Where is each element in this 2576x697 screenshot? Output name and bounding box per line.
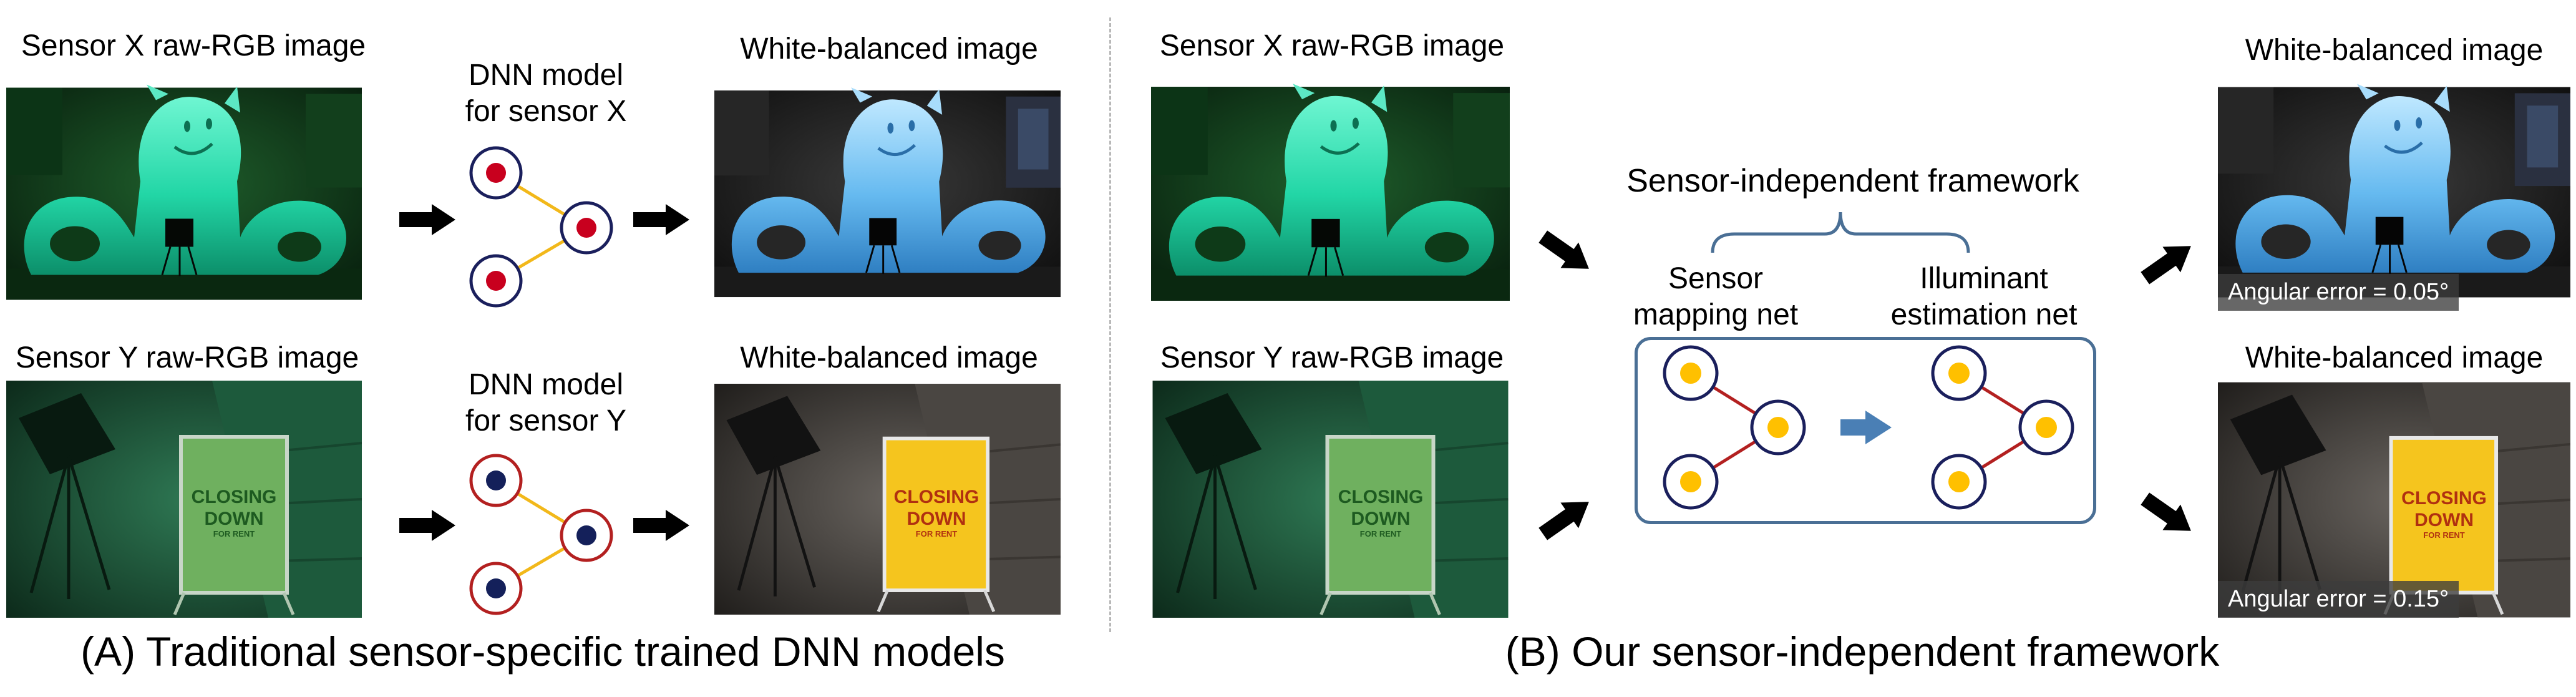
angular-error-bottom: Angular error = 0.15°: [2218, 581, 2459, 618]
label-wb-bottom-right: White-balanced image: [2245, 341, 2544, 374]
image-wb-top-left: [714, 80, 1061, 308]
label-wb-top-left: White-balanced image: [740, 32, 1038, 66]
label-sensor-x-raw-right: Sensor X raw-RGB image: [1159, 29, 1505, 62]
framework-networks: [1663, 345, 2074, 510]
arrow-dnn-y-to-wb: [633, 510, 689, 541]
dnn-x-node-2: [560, 201, 613, 255]
dnn-y-node-3: [469, 562, 523, 615]
illuminant-node-1: [1931, 345, 1987, 401]
arrow-framework-to-wb-bottom: [2136, 485, 2200, 544]
framework-inner-arrow: [1840, 411, 1892, 444]
label-sensor-y-raw-left: Sensor Y raw-RGB image: [15, 341, 359, 374]
dnn-x-node-1: [469, 146, 523, 200]
illuminant-node-2: [2018, 399, 2074, 456]
image-wb-top-right: Angular error = 0.05°: [2218, 74, 2570, 311]
dnn-y-node-1: [469, 454, 523, 507]
label-wb-top-right: White-balanced image: [2245, 34, 2544, 67]
caption-right: (B) Our sensor-independent framework: [1505, 628, 2220, 675]
label-sensor-y-raw-right: Sensor Y raw-RGB image: [1160, 341, 1504, 374]
arrow-raw-x-to-dnn: [399, 204, 455, 235]
illuminant-node-3: [1931, 454, 1987, 510]
image-sensor-x-raw-left: [6, 80, 362, 308]
angular-error-top: Angular error = 0.05°: [2218, 274, 2459, 311]
mapping-node-1: [1663, 345, 1719, 401]
image-sensor-x-raw-right: [1151, 80, 1510, 308]
dnn-x-node-3: [469, 254, 523, 308]
dnn-x-network: [469, 146, 613, 308]
framework-brace: [1711, 212, 1970, 253]
arrow-framework-to-wb-top: [2136, 233, 2200, 291]
label-sensor-x-raw-left: Sensor X raw-RGB image: [21, 29, 366, 62]
panel-divider: [1109, 17, 1111, 632]
framework-box: [1635, 337, 2096, 524]
dnn-y-network: [469, 454, 613, 615]
label-wb-bottom-left: White-balanced image: [740, 341, 1038, 374]
mapping-node-2: [1750, 399, 1806, 456]
caption-left: (A) Traditional sensor-specific trained …: [80, 628, 1005, 675]
arrow-raw-x-to-framework: [1533, 223, 1598, 282]
dnn-y-node-2: [560, 509, 613, 562]
framework-title: Sensor-independent framework: [1626, 163, 2079, 199]
arrow-raw-y-to-framework: [1533, 489, 1598, 547]
arrow-dnn-x-to-wb: [633, 204, 689, 235]
mapping-node-3: [1663, 454, 1719, 510]
arrow-raw-y-to-dnn: [399, 510, 455, 541]
